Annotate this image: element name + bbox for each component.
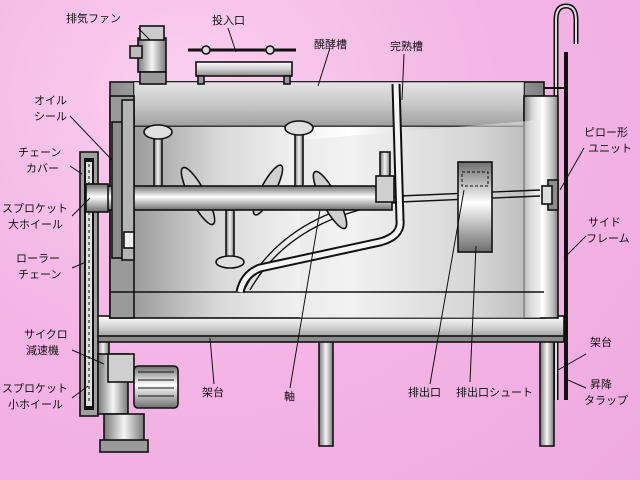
label-base: 架台: [202, 385, 224, 399]
base-frame: [93, 315, 565, 343]
oil-seal: [111, 99, 135, 261]
label-chain-cover-2: カバー: [26, 162, 59, 175]
label-cyclo-reducer-1: サイクロ: [24, 328, 68, 341]
label-ladder-2: タラップ: [584, 394, 628, 407]
label-pillow-unit-1: ピロー形: [584, 126, 628, 139]
label-roller-chain-2: チェーン: [18, 268, 61, 281]
label-oil-seal-1: オイル: [34, 94, 67, 107]
label-side-frame-2: フレーム: [586, 232, 630, 245]
label-exhaust-fan: 排気ファン: [66, 11, 121, 25]
label-outlet: 排出口: [408, 385, 441, 399]
curing-tube: [235, 83, 405, 294]
label-sprocket-large-2: 大ホイール: [8, 217, 63, 231]
labels: 排気ファン 投入口 醗酵槽 完熟槽 オイル シール チェーン カバー スプロケッ…: [2, 11, 632, 411]
leader-lines: [69, 27, 587, 399]
label-shaft: 軸: [284, 389, 295, 403]
label-inlet: 投入口: [212, 13, 245, 27]
ladder: [540, 3, 579, 400]
label-outlet-chute: 排出口シュート: [456, 385, 533, 399]
label-roller-chain-1: ローラー: [16, 252, 60, 265]
label-ladder-1: 昇降: [590, 377, 612, 391]
label-fermentation-tank: 醗酵槽: [314, 37, 347, 51]
label-sprocket-small-2: 小ホイール: [8, 398, 63, 411]
chain-cover: [79, 151, 109, 417]
label-pillow-unit-2: ユニット: [588, 142, 632, 155]
label-side-frame-1: サイド: [588, 216, 621, 229]
label-sprocket-large-1: スプロケット: [2, 202, 68, 215]
cyclo-reducer: [97, 353, 179, 453]
outlet: [457, 161, 493, 253]
label-curing-tank: 完熟槽: [390, 39, 423, 53]
pillow-unit: [541, 179, 559, 211]
label-oil-seal-2: シール: [34, 110, 67, 123]
inlet: [188, 45, 296, 85]
label-frame-right: 架台: [590, 335, 612, 349]
label-chain-cover-1: チェーン: [18, 146, 61, 159]
tank-body: [109, 81, 559, 319]
shaft: [91, 151, 395, 211]
exhaust-fan: [129, 25, 167, 85]
label-sprocket-small-1: スプロケット: [2, 382, 68, 395]
label-cyclo-reducer-2: 減速機: [26, 343, 59, 357]
